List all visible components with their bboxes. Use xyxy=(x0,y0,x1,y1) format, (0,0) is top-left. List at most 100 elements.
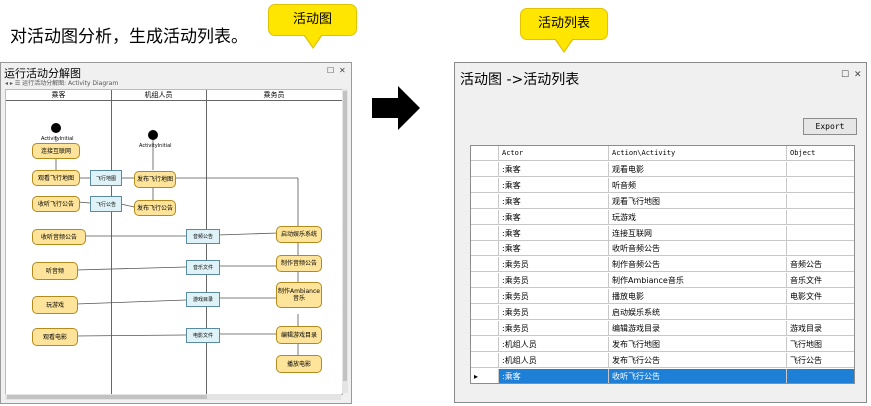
cell-activity[interactable]: 编辑游戏目录 xyxy=(609,320,787,336)
cell-object[interactable] xyxy=(787,210,854,225)
cell-object[interactable]: 音频公告 xyxy=(787,257,854,273)
vertical-scrollbar[interactable] xyxy=(342,89,348,393)
row-header-corner[interactable] xyxy=(471,146,499,161)
cell-actor[interactable]: :乘客 xyxy=(499,368,609,383)
cell-actor[interactable]: :乘客 xyxy=(499,209,609,225)
table-row[interactable]: :乘客观看电影 xyxy=(471,161,854,178)
cell-object[interactable] xyxy=(787,305,854,320)
cell-activity[interactable]: 收听飞行公告 xyxy=(609,368,787,383)
export-button[interactable]: Export xyxy=(803,118,857,135)
cell-object[interactable] xyxy=(787,226,854,241)
cell-actor[interactable]: :乘务员 xyxy=(499,305,609,320)
table-row[interactable]: :机组人员发布飞行地图飞行地图 xyxy=(471,336,854,353)
cell-activity[interactable]: 玩游戏 xyxy=(609,209,787,225)
activity-publish-flight-announcement[interactable]: 发布飞行公告 xyxy=(134,200,176,216)
cell-actor[interactable]: :乘客 xyxy=(499,193,609,209)
row-header[interactable] xyxy=(471,305,499,320)
table-row[interactable]: :乘客收听音频公告 xyxy=(471,241,854,257)
column-header-activity[interactable]: Action\Activity xyxy=(609,146,787,161)
row-header[interactable] xyxy=(471,161,499,177)
cell-actor[interactable]: :乘务员 xyxy=(499,273,609,289)
diagram-canvas[interactable]: 乘客 机组人员 乘务员 xyxy=(5,89,343,395)
initial-node-crew[interactable] xyxy=(148,130,158,140)
row-header[interactable] xyxy=(471,273,499,289)
activity-play-movie[interactable]: 播放电影 xyxy=(276,355,322,373)
object-game-catalog[interactable]: 游戏目录 xyxy=(186,292,220,307)
activity-edit-game-catalog[interactable]: 编辑游戏目录 xyxy=(276,326,322,344)
close-icon[interactable]: ✕ xyxy=(339,66,346,75)
activity-play-games[interactable]: 玩游戏 xyxy=(32,296,78,314)
cell-object[interactable] xyxy=(787,194,854,209)
activity-make-ambiance-music[interactable]: 制作Ambiance音乐 xyxy=(276,282,322,308)
table-row[interactable]: ▸:乘客收听飞行公告 xyxy=(471,368,854,383)
cell-activity[interactable]: 发布飞行地图 xyxy=(609,336,787,352)
cell-actor[interactable]: :乘客 xyxy=(499,161,609,177)
cell-object[interactable]: 飞行公告 xyxy=(787,353,854,368)
diagram-tab[interactable]: ◂ ▸ ☰ 运行活动分解图: Activity Diagram xyxy=(5,78,345,87)
cell-actor[interactable]: :乘客 xyxy=(499,241,609,257)
table-row[interactable]: :机组人员发布飞行公告飞行公告 xyxy=(471,352,854,369)
table-row[interactable]: :乘客观看飞行地图 xyxy=(471,193,854,210)
cell-object[interactable]: 飞行地图 xyxy=(787,337,854,352)
activity-listen-audio-announcement[interactable]: 收听音频公告 xyxy=(32,229,86,245)
object-audio-announcement[interactable]: 音频公告 xyxy=(186,229,220,244)
cell-object[interactable] xyxy=(787,178,854,193)
object-music-file[interactable]: 音乐文件 xyxy=(186,260,220,275)
horizontal-scrollbar[interactable] xyxy=(5,394,341,400)
row-header[interactable] xyxy=(471,193,499,209)
cell-activity[interactable]: 听音频 xyxy=(609,177,787,193)
activity-watch-movie[interactable]: 观看电影 xyxy=(32,328,78,346)
activity-view-flight-map[interactable]: 观看飞行地图 xyxy=(32,170,80,186)
cell-activity[interactable]: 连接互联网 xyxy=(609,225,787,241)
cell-object[interactable] xyxy=(787,241,854,257)
table-row[interactable]: :乘务员编辑游戏目录游戏目录 xyxy=(471,320,854,337)
table-row[interactable]: :乘务员制作音频公告音频公告 xyxy=(471,257,854,273)
cell-activity[interactable]: 观看飞行地图 xyxy=(609,193,787,209)
row-header[interactable] xyxy=(471,336,499,352)
row-header[interactable] xyxy=(471,209,499,225)
cell-actor[interactable]: :乘务员 xyxy=(499,320,609,336)
cell-actor[interactable]: :乘客 xyxy=(499,225,609,241)
object-flight-announcement[interactable]: 飞行公告 xyxy=(90,196,122,212)
cell-actor[interactable]: :乘客 xyxy=(499,177,609,193)
activity-connect-internet[interactable]: 连接互联网 xyxy=(32,143,80,159)
cell-actor[interactable]: :乘务员 xyxy=(499,289,609,305)
cell-actor[interactable]: :乘务员 xyxy=(499,257,609,273)
cell-activity[interactable]: 播放电影 xyxy=(609,289,787,305)
cell-activity[interactable]: 启动娱乐系统 xyxy=(609,305,787,320)
row-header[interactable] xyxy=(471,225,499,241)
table-row[interactable]: :乘务员启动娱乐系统 xyxy=(471,305,854,321)
table-row[interactable]: :乘客听音频 xyxy=(471,177,854,194)
activity-listen-audio[interactable]: 听音频 xyxy=(32,262,78,280)
initial-node-passenger[interactable] xyxy=(51,123,61,133)
cell-object[interactable]: 音乐文件 xyxy=(787,273,854,289)
table-row[interactable]: :乘务员制作Ambiance音乐音乐文件 xyxy=(471,273,854,289)
cell-activity[interactable]: 观看电影 xyxy=(609,161,787,177)
row-header[interactable] xyxy=(471,241,499,257)
cell-activity[interactable]: 发布飞行公告 xyxy=(609,352,787,368)
table-row[interactable]: :乘客玩游戏 xyxy=(471,209,854,226)
column-header-actor[interactable]: Actor xyxy=(499,146,609,161)
back-icon[interactable]: ◂ ▸ ☰ xyxy=(5,80,23,87)
row-header[interactable] xyxy=(471,177,499,193)
object-flight-map[interactable]: 飞行地图 xyxy=(90,170,122,186)
activity-make-audio-announcement[interactable]: 制作音频公告 xyxy=(276,255,322,272)
row-marker-icon[interactable]: ▸ xyxy=(471,368,499,383)
cell-object[interactable] xyxy=(787,368,854,383)
cell-activity[interactable]: 制作Ambiance音乐 xyxy=(609,273,787,289)
cell-object[interactable]: 电影文件 xyxy=(787,289,854,305)
cell-actor[interactable]: :机组人员 xyxy=(499,352,609,368)
activity-publish-flight-map[interactable]: 发布飞行地图 xyxy=(134,171,176,188)
row-header[interactable] xyxy=(471,289,499,305)
maximize-icon[interactable]: ☐ xyxy=(841,70,850,80)
cell-activity[interactable]: 制作音频公告 xyxy=(609,257,787,273)
close-icon[interactable]: ✕ xyxy=(854,70,862,80)
activity-start-entertainment[interactable]: 启动娱乐系统 xyxy=(276,226,322,243)
cell-object[interactable] xyxy=(787,162,854,177)
table-row[interactable]: :乘务员播放电影电影文件 xyxy=(471,289,854,305)
cell-object[interactable]: 游戏目录 xyxy=(787,321,854,336)
object-movie-file[interactable]: 电影文件 xyxy=(186,328,220,343)
maximize-icon[interactable]: ☐ xyxy=(327,66,335,75)
